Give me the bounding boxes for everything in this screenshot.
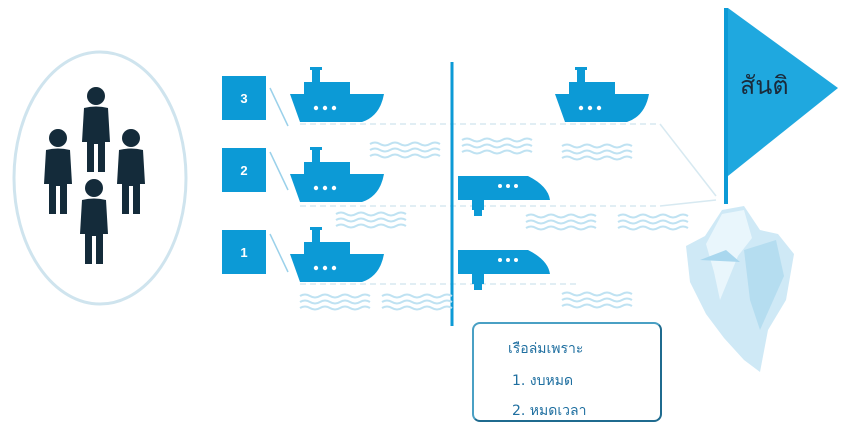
team-oval bbox=[12, 50, 188, 306]
note-item: 1. งบหมด bbox=[512, 373, 574, 389]
ship-icon bbox=[555, 67, 649, 122]
sinking-ship-icon bbox=[458, 176, 550, 216]
note-title: เรือล่มเพราะ bbox=[508, 341, 584, 357]
rank-badge-3: 3 bbox=[222, 76, 266, 120]
rank-badge-1: 1 bbox=[222, 230, 266, 274]
rank-badge-2: 2 bbox=[222, 148, 266, 192]
rank-separators bbox=[269, 87, 289, 273]
ship-icon bbox=[290, 67, 384, 122]
iceberg-icon bbox=[686, 206, 794, 372]
guide-lines bbox=[659, 123, 717, 207]
cause-note-box: เรือล่มเพราะ 1. งบหมด 2. หมดเวลา bbox=[472, 322, 662, 422]
flag-label: สันติ bbox=[740, 71, 789, 100]
ship-icon bbox=[290, 227, 384, 282]
flag-icon bbox=[724, 8, 838, 204]
note-item: 2. หมดเวลา bbox=[512, 403, 587, 419]
